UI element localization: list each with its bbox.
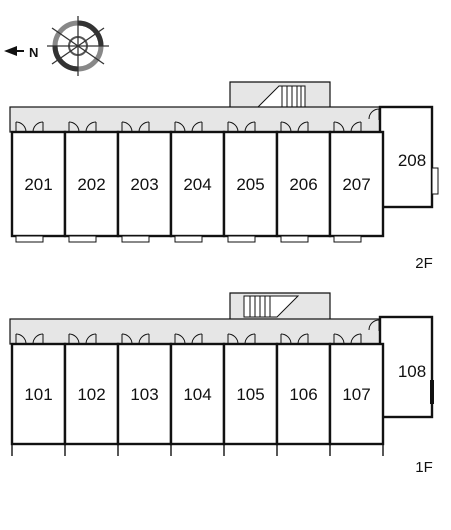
unit-label-205: 205	[236, 175, 264, 194]
unit-label-206: 206	[289, 175, 317, 194]
unit-105	[222, 342, 279, 446]
floor-1f-plan: 101 102 103 104 105 106 107 108 1F	[9, 292, 434, 476]
unit-label-105: 105	[236, 385, 264, 404]
unit-label-103: 103	[130, 385, 158, 404]
balcony-icon	[227, 235, 256, 243]
corridor-1f	[9, 318, 381, 345]
compass-north-letter: N	[29, 45, 38, 60]
floor-2f-plan: 201 202 203 204 205 206 207 208 2F	[9, 81, 439, 272]
unit-207	[328, 130, 385, 238]
balcony-icon	[121, 235, 150, 243]
unit-107	[328, 342, 385, 446]
unit-201	[10, 130, 67, 238]
door-icon	[333, 333, 362, 345]
corridor-2f	[9, 106, 381, 133]
balcony-icon	[280, 235, 309, 243]
unit-label-102: 102	[77, 385, 105, 404]
door-icon	[68, 333, 97, 345]
unit-label-207: 207	[342, 175, 370, 194]
unit-label-107: 107	[342, 385, 370, 404]
unit-203	[116, 130, 173, 238]
door-icon	[227, 121, 256, 133]
unit-label-104: 104	[183, 385, 211, 404]
floor-label-1f: 1F	[415, 459, 433, 476]
unit-103	[116, 342, 173, 446]
door-icon	[333, 121, 362, 133]
unit-101	[10, 342, 67, 446]
window-icon	[431, 167, 439, 195]
door-icon	[174, 333, 203, 345]
unit-label-108: 108	[398, 362, 426, 381]
unit-102	[63, 342, 120, 446]
door-icon	[121, 333, 150, 345]
unit-label-202: 202	[77, 175, 105, 194]
stairs-icon	[256, 85, 306, 108]
unit-label-201: 201	[24, 175, 52, 194]
balcony-icon	[68, 235, 97, 243]
unit-108	[378, 315, 434, 419]
door-icon	[368, 108, 380, 120]
door-icon	[280, 333, 309, 345]
door-icon	[15, 333, 44, 345]
balcony-icon	[333, 235, 362, 243]
stairs-icon	[243, 295, 300, 318]
unit-label-204: 204	[183, 175, 211, 194]
balcony-icon	[15, 235, 44, 243]
unit-208	[378, 105, 434, 209]
door-icon	[280, 121, 309, 133]
unit-label-208: 208	[398, 151, 426, 170]
door-icon	[15, 121, 44, 133]
door-icon	[227, 333, 256, 345]
unit-label-203: 203	[130, 175, 158, 194]
unit-label-101: 101	[24, 385, 52, 404]
door-icon	[121, 121, 150, 133]
floor-label-2f: 2F	[415, 255, 433, 272]
unit-106	[275, 342, 332, 446]
door-icon	[68, 121, 97, 133]
unit-label-106: 106	[289, 385, 317, 404]
unit-204	[169, 130, 226, 238]
balcony-icon	[174, 235, 203, 243]
door-icon	[368, 319, 380, 331]
compass-icon	[4, 16, 109, 76]
door-icon	[174, 121, 203, 133]
